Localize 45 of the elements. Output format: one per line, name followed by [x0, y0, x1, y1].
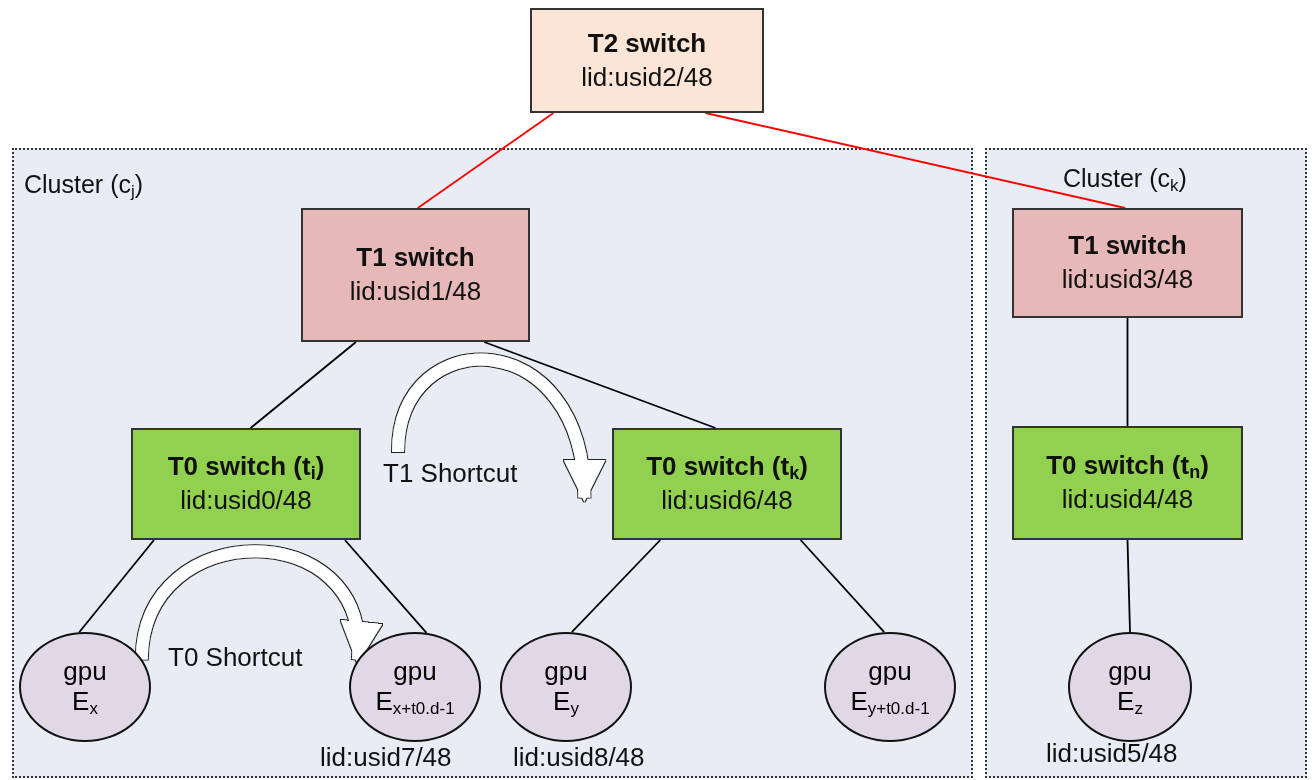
lid-label: lid:usid2/48	[581, 60, 713, 94]
endpoint-label: E$_{y+t0.d-1}$	[850, 687, 930, 717]
endpoint-label: E$_{z}$	[1117, 687, 1143, 717]
cluster-region	[12, 148, 973, 778]
switch-box	[1012, 208, 1243, 318]
gpu-label: gpu	[393, 657, 437, 687]
shortcut-arrow	[392, 354, 602, 502]
switch-title: T0 switch (t$_{n}$)	[1046, 449, 1209, 483]
endpoint-label: E$_{y}$	[553, 687, 579, 717]
link-line	[799, 539, 886, 634]
cluster-label: Cluster (c$_{j}$)	[24, 170, 144, 199]
link-line	[416, 112, 555, 209]
switch-box	[612, 428, 842, 540]
lid-label: lid:usid6/48	[661, 484, 793, 517]
lid-label: lid:usid3/48	[1061, 263, 1194, 296]
link-line	[483, 341, 717, 429]
switch-box	[1012, 426, 1243, 540]
link-line	[704, 112, 1127, 209]
gpu-label: gpu	[868, 657, 912, 687]
switch-title: T2 switch	[587, 26, 707, 60]
switch-title: T0 switch (t$_{k}$)	[646, 450, 808, 484]
link-line	[1126, 317, 1129, 427]
lid-label: lid:usid4/48	[1061, 483, 1194, 516]
link-line	[1126, 539, 1131, 633]
lid-label: lid:usid0/48	[180, 484, 312, 517]
endpoint-label: E$_{x}$	[72, 687, 98, 717]
lid-label: lid:usid5/48	[1046, 738, 1178, 769]
switch-box	[301, 208, 530, 342]
gpu-label: gpu	[1108, 657, 1152, 687]
link-line	[249, 341, 357, 429]
switch-title: T1 switch	[356, 241, 475, 275]
lid-label: lid:usid7/48	[320, 742, 452, 773]
link-line	[78, 539, 155, 634]
cluster-region	[985, 148, 1307, 778]
gpu-label: gpu	[544, 657, 588, 687]
switch-title: T0 switch (t$_{i}$)	[167, 450, 325, 484]
link-line	[570, 539, 662, 634]
gpu-label: gpu	[63, 657, 107, 687]
switch-box	[530, 8, 764, 113]
switch-box	[131, 428, 361, 540]
lid-label: lid:usid1/48	[349, 275, 482, 308]
switch-title: T1 switch	[1068, 229, 1187, 263]
lid-label: lid:usid8/48	[513, 742, 645, 773]
cluster-label: Cluster (c$_{k}$)	[1063, 164, 1187, 193]
endpoint-label: E$_{x+t0.d-1}$	[375, 687, 455, 717]
